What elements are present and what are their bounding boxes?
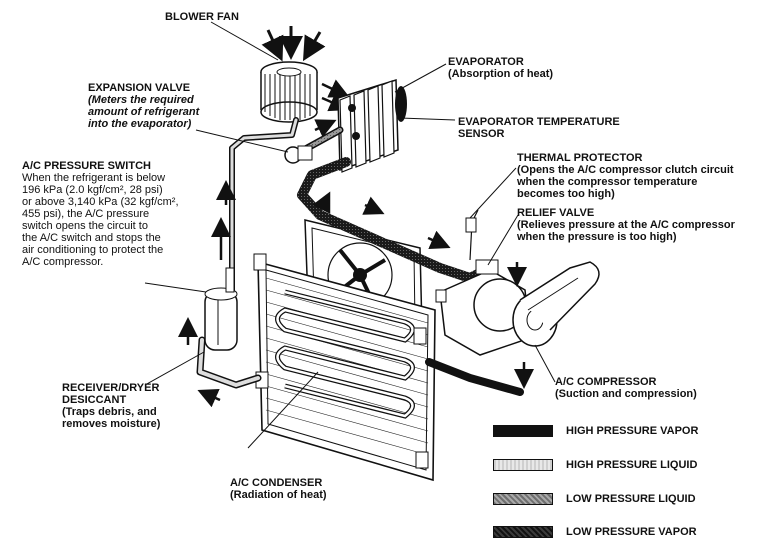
receiver-dryer-desc-2: removes moisture) bbox=[62, 418, 161, 430]
pressure-switch-desc-7: air conditioning to protect the bbox=[22, 244, 164, 256]
expansion-valve-desc-3: into the evaporator) bbox=[88, 118, 192, 130]
evap-temp-sensor-line-2: SENSOR bbox=[458, 128, 505, 140]
legend-label: LOW PRESSURE LIQUID bbox=[566, 493, 696, 505]
legend-label: LOW PRESSURE VAPOR bbox=[566, 526, 697, 538]
label-condenser: A/C CONDENSER (Radiation of heat) bbox=[230, 477, 327, 501]
legend-item-low-pressure-vapor: LOW PRESSURE VAPOR bbox=[493, 523, 697, 541]
ac-compressor bbox=[435, 209, 600, 356]
legend-swatch bbox=[493, 493, 553, 505]
relief-valve-desc-1: (Relieves pressure at the A/C compressor bbox=[517, 219, 735, 231]
blower-fan bbox=[260, 26, 350, 123]
condenser-desc: (Radiation of heat) bbox=[230, 489, 327, 501]
legend-swatch bbox=[493, 459, 553, 471]
receiver-dryer-title-1: RECEIVER/DRYER bbox=[62, 382, 160, 394]
label-evap-temp-sensor: EVAPORATOR TEMPERATURE SENSOR bbox=[458, 116, 620, 140]
expansion-valve-desc-1: (Meters the required bbox=[88, 94, 194, 106]
legend-swatch bbox=[493, 425, 553, 437]
pressure-switch-desc-3: or above 3,140 kPa (32 kgf/cm², bbox=[22, 196, 179, 208]
legend-item-high-pressure-liquid: HIGH PRESSURE LIQUID bbox=[493, 456, 697, 474]
label-pressure-switch: A/C PRESSURE SWITCH When the refrigerant… bbox=[22, 160, 212, 268]
flow-arrows bbox=[178, 119, 534, 408]
pressure-switch-desc-1: When the refrigerant is below bbox=[22, 172, 166, 184]
expansion-valve bbox=[284, 145, 313, 164]
compressor-desc: (Suction and compression) bbox=[555, 388, 697, 400]
label-compressor: A/C COMPRESSOR (Suction and compression) bbox=[555, 376, 697, 400]
pressure-switch-desc-4: 455 psi), the A/C pressure bbox=[22, 208, 150, 220]
relief-valve-desc-2: when the pressure is too high) bbox=[517, 231, 677, 243]
receiver-dryer bbox=[204, 267, 238, 351]
label-evaporator: EVAPORATOR (Absorption of heat) bbox=[448, 56, 553, 80]
legend-label: HIGH PRESSURE VAPOR bbox=[566, 425, 699, 437]
receiver-dryer-title-2: DESICCANT bbox=[62, 394, 127, 406]
label-receiver-dryer: RECEIVER/DRYER DESICCANT (Traps debris, … bbox=[62, 382, 160, 430]
pressure-switch-desc-8: A/C compressor. bbox=[22, 256, 104, 268]
legend-swatch bbox=[493, 526, 553, 538]
pressure-switch-desc-2: 196 kPa (2.0 kgf/cm², 28 psi) bbox=[22, 184, 163, 196]
thermal-protector-desc-3: becomes too high) bbox=[517, 188, 615, 200]
expansion-valve-desc-2: amount of refrigerant bbox=[88, 106, 200, 118]
receiver-dryer-desc-1: (Traps debris, and bbox=[62, 406, 157, 418]
condenser bbox=[253, 253, 436, 482]
label-thermal-protector: THERMAL PROTECTOR (Opens the A/C compres… bbox=[517, 152, 734, 200]
label-relief-valve: RELIEF VALVE (Relieves pressure at the A… bbox=[517, 207, 735, 243]
pressure-switch-desc-5: switch opens the circuit to bbox=[22, 220, 148, 232]
evaporator-desc: (Absorption of heat) bbox=[448, 68, 554, 80]
pressure-switch-desc-6: the A/C switch and stops the bbox=[22, 232, 161, 244]
leader-lines bbox=[144, 21, 556, 449]
compressor-title: A/C COMPRESSOR bbox=[555, 376, 657, 388]
thermal-protector-title: THERMAL PROTECTOR bbox=[517, 152, 643, 164]
legend-item-low-pressure-liquid: LOW PRESSURE LIQUID bbox=[493, 490, 696, 508]
thermal-protector-desc-2: when the compressor temperature bbox=[517, 176, 698, 188]
label-expansion-valve: EXPANSION VALVE (Meters the required amo… bbox=[88, 82, 199, 130]
legend-item-high-pressure-vapor: HIGH PRESSURE VAPOR bbox=[493, 422, 698, 440]
relief-valve-title: RELIEF VALVE bbox=[517, 207, 595, 219]
pressure-switch-title: A/C PRESSURE SWITCH bbox=[22, 160, 151, 172]
evaporator-title: EVAPORATOR bbox=[448, 56, 524, 68]
evap-temp-sensor-line-1: EVAPORATOR TEMPERATURE bbox=[458, 116, 620, 128]
condenser-title: A/C CONDENSER bbox=[230, 477, 323, 489]
thermal-protector-desc-1: (Opens the A/C compressor clutch circuit bbox=[517, 164, 734, 176]
expansion-valve-title: EXPANSION VALVE bbox=[88, 82, 191, 94]
evaporator bbox=[337, 78, 407, 173]
legend-label: HIGH PRESSURE LIQUID bbox=[566, 459, 698, 471]
label-blower-fan: BLOWER FAN bbox=[165, 11, 239, 23]
